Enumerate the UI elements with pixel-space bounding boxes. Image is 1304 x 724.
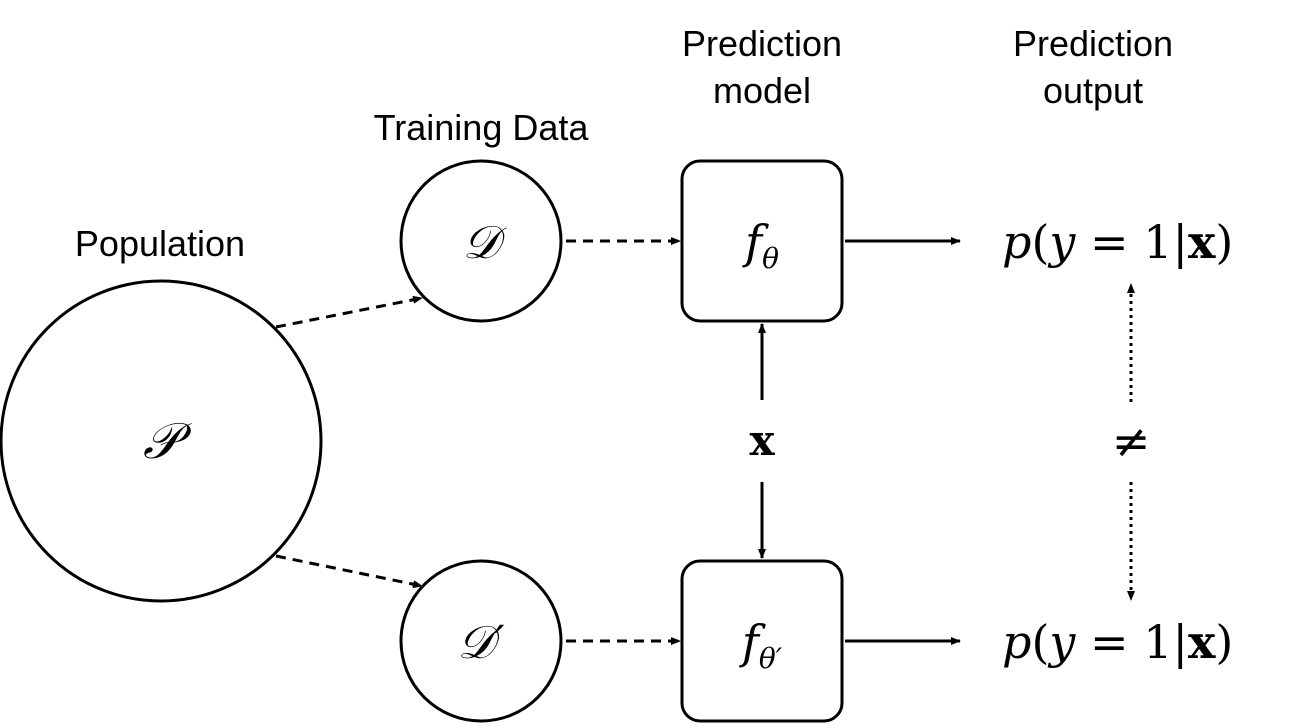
model-symbol: fθ — [742, 215, 779, 275]
output-top-close: ) — [1215, 215, 1233, 269]
dataset-symbol: 𝒟 — [463, 215, 508, 269]
output-bottom-x: x — [1188, 615, 1216, 669]
population-to-dataset-arrow — [275, 295, 423, 329]
output-top-y: y — [1047, 215, 1076, 269]
prediction-output-label-line1: Prediction — [1013, 23, 1173, 64]
prediction-model-label-line2: model — [713, 70, 811, 111]
output-bottom-open: ( — [1031, 615, 1049, 669]
model-subscript: θ — [762, 242, 779, 275]
dataset-prime-node — [399, 559, 563, 723]
output-top-x: x — [1188, 215, 1216, 269]
input-x-symbol: x — [749, 416, 775, 465]
output-top-expression: p(y = 1|x) — [1002, 215, 1233, 269]
model-box — [680, 159, 844, 323]
not-equal-symbol: ≠ — [1112, 414, 1151, 468]
output-bottom-expression: p(y = 1|x) — [1002, 615, 1233, 669]
output-bottom-eq: = 1| — [1075, 615, 1188, 669]
training-data-label: Training Data — [374, 107, 590, 148]
model-prime-box — [680, 559, 844, 723]
output-top-p: p — [1002, 215, 1031, 269]
population-node — [0, 279, 323, 603]
prediction-model-label-line1: Prediction — [682, 23, 842, 64]
output-bottom-y: y — [1047, 615, 1076, 669]
output-bottom-close: ) — [1215, 615, 1233, 669]
population-symbol: 𝒫 — [143, 412, 192, 470]
prediction-output-label-line2: output — [1043, 70, 1143, 111]
output-bottom-p: p — [1002, 615, 1031, 669]
output-top-open: ( — [1031, 215, 1049, 269]
model-prime-symbol: fθ′ — [739, 615, 783, 675]
population-to-dataset-prime-arrow — [275, 554, 423, 589]
dataset-prime-symbol: 𝒟′ — [457, 615, 505, 669]
model-prime-subscript: θ′ — [759, 642, 783, 675]
dataset-node — [399, 159, 563, 323]
output-top-eq: = 1| — [1075, 215, 1188, 269]
population-label: Population — [75, 223, 245, 264]
